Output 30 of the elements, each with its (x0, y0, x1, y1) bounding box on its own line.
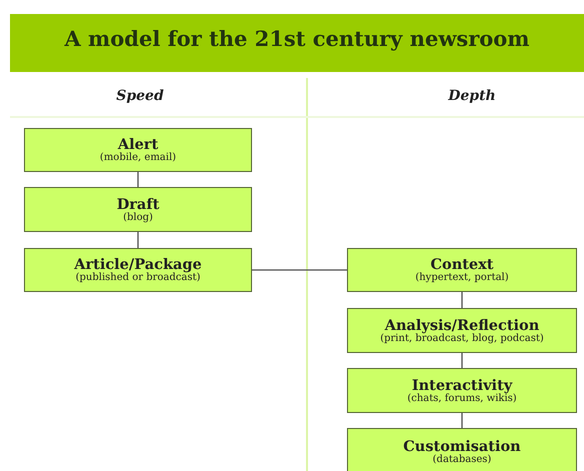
connector-line (461, 292, 463, 308)
stage-name: Article/Package (74, 257, 202, 272)
connector-line (252, 269, 347, 271)
stage-channels: (mobile, email) (100, 152, 176, 163)
stage-name: Alert (118, 137, 158, 152)
stage-channels: (databases) (432, 454, 492, 465)
stage-name: Interactivity (412, 378, 512, 392)
stage-channels: (chats, forums, wikis) (407, 392, 517, 404)
connector-line (137, 232, 139, 248)
connector-line (461, 413, 463, 428)
connector-line (137, 172, 139, 187)
connector-line (461, 353, 463, 368)
stage-channels: (published or broadcast) (76, 272, 200, 283)
stage-box (347, 248, 577, 292)
stage-box (24, 128, 252, 172)
stage-box (347, 308, 577, 353)
stage-box (24, 248, 252, 292)
stage-name: Context (430, 257, 494, 272)
stage-channels: (blog) (123, 212, 153, 222)
title: A model for the 21st century newsroom (64, 26, 530, 50)
stage-name: Draft (116, 196, 160, 212)
stage-channels: (print, broadcast, blog, podcast) (380, 332, 544, 344)
stage-box (347, 368, 577, 413)
stage-box (347, 428, 577, 471)
column-heading: Speed (116, 88, 164, 104)
column-heading: Depth (448, 88, 496, 104)
stage-channels: (hypertext, portal) (415, 272, 509, 283)
stage-name: Customisation (403, 439, 521, 454)
stage-name: Analysis/Reflection (384, 318, 540, 332)
stage-box (24, 187, 252, 232)
